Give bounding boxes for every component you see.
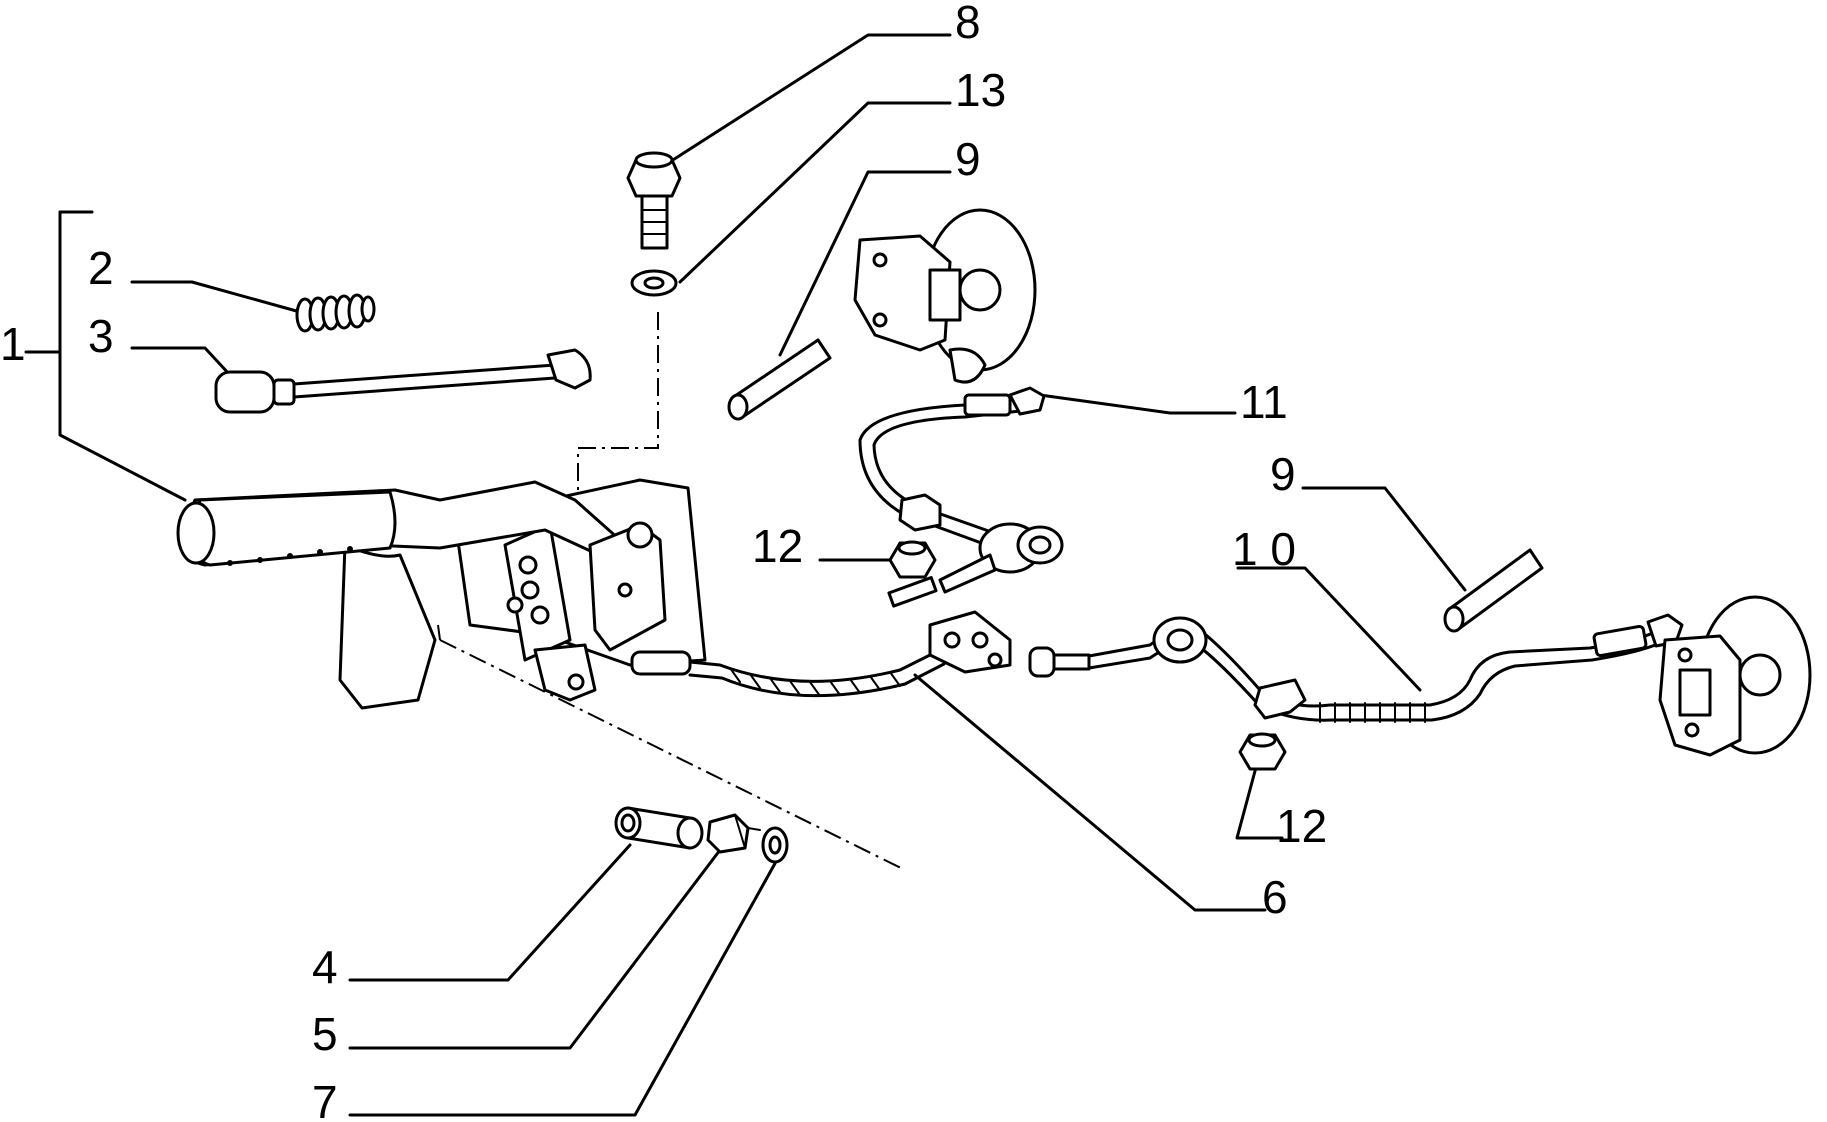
front-cable-part <box>630 610 1091 698</box>
spring-part <box>295 293 376 333</box>
left-cable-part <box>858 386 1064 608</box>
release-rod-part <box>214 348 592 414</box>
nut-part-left <box>888 540 937 579</box>
handbrake-lever-part <box>176 478 707 710</box>
left-brake-caliper <box>853 208 1037 384</box>
right-brake-caliper <box>1658 595 1812 757</box>
ring-part <box>761 826 789 864</box>
callout-11: 11 <box>1240 376 1288 428</box>
callout-4: 4 <box>312 941 338 993</box>
callout-9-top: 9 <box>955 133 981 185</box>
callout-12-right: 12 <box>1276 800 1327 852</box>
nut-part-right <box>1238 732 1287 771</box>
callout-2: 2 <box>88 242 114 294</box>
callout-5: 5 <box>312 1008 338 1060</box>
callout-13: 13 <box>955 64 1006 116</box>
right-cable-part <box>1087 613 1684 723</box>
bolt-part <box>626 151 682 250</box>
callout-9-right: 9 <box>1270 448 1296 500</box>
washer-part <box>630 269 678 297</box>
callout-6: 6 <box>1262 871 1288 923</box>
clip-part <box>706 813 761 854</box>
leader-lines <box>24 33 1467 1117</box>
sleeve-part-right <box>1443 548 1544 633</box>
callout-1: 1 <box>0 318 26 370</box>
sleeve-part-top <box>727 338 832 421</box>
callout-7: 7 <box>312 1076 338 1122</box>
callout-10: 1 0 <box>1232 523 1296 575</box>
callout-8: 8 <box>955 0 981 48</box>
callout-12-left: 12 <box>752 520 803 572</box>
callout-3: 3 <box>88 310 114 362</box>
bush-part <box>614 806 704 850</box>
callout-labels: 1 2 3 8 13 9 11 9 1 0 12 12 6 4 5 7 <box>0 0 1327 1122</box>
